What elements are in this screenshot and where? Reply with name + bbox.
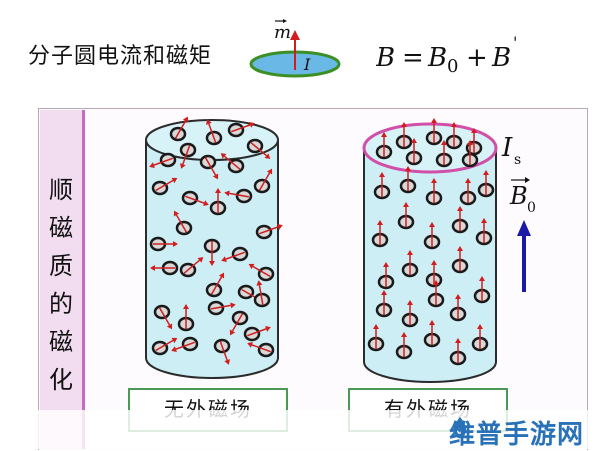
side-char: 磁 (49, 328, 73, 356)
molecule (425, 178, 443, 206)
formula-b0: B (427, 43, 447, 73)
side-char: 磁 (49, 214, 73, 242)
field-formula: B = B 0 + B ' (376, 33, 517, 77)
molecule (423, 320, 441, 348)
molecule (375, 290, 393, 318)
molecule (153, 304, 173, 330)
watermark-logo-icon (453, 417, 467, 439)
formula-plus: + (466, 43, 488, 73)
molecule (237, 284, 264, 303)
side-char: 化 (49, 366, 73, 394)
molecule (471, 324, 489, 352)
molecule (207, 300, 236, 316)
molecule (405, 138, 423, 166)
molecule (149, 236, 178, 252)
surface-current-label: I (501, 133, 513, 163)
molecule (401, 300, 419, 328)
molecule (253, 168, 273, 194)
molecule (399, 166, 417, 194)
molecular-current-figure: m I (249, 19, 341, 78)
field-arrow-head (517, 220, 531, 236)
molecule (213, 338, 231, 365)
molecule (205, 119, 223, 146)
molecule (149, 152, 177, 168)
molecule (224, 188, 253, 204)
molecule (461, 140, 479, 168)
formula-equals: = (402, 43, 424, 73)
molecule (181, 190, 209, 206)
molecule (173, 210, 193, 236)
molecule (397, 202, 415, 230)
side-char: 的 (49, 290, 73, 318)
molecule (377, 262, 395, 290)
side-label-bar: 顺 磁 质 的 磁 化 (40, 110, 85, 449)
molecule (425, 118, 443, 146)
surface-current-sub: s (514, 152, 521, 168)
molecule (247, 342, 275, 358)
molecules-with-field (367, 118, 495, 366)
molecule (248, 263, 275, 282)
molecule (395, 332, 413, 360)
moment-vector-tip (283, 19, 287, 23)
watermark-band (0, 410, 600, 449)
moment-arrow-head (290, 30, 300, 40)
molecule (367, 324, 385, 352)
cylinder-body (363, 148, 497, 383)
molecule (401, 250, 419, 278)
molecule (449, 338, 467, 366)
external-field-vector-tip (525, 177, 530, 183)
molecule (171, 336, 199, 352)
external-field-label: B (509, 182, 528, 210)
molecule (209, 188, 227, 216)
molecule (451, 206, 469, 234)
molecule (246, 138, 271, 159)
molecule (445, 122, 463, 150)
molecule (221, 246, 249, 262)
molecule (179, 257, 204, 278)
molecule (169, 116, 189, 142)
page-title: 分子圆电流和磁矩 (28, 44, 213, 69)
molecule (435, 140, 453, 168)
cylinder-no-field (145, 116, 283, 379)
molecule (151, 337, 178, 356)
molecule (205, 272, 225, 298)
formula-prime: ' (513, 33, 517, 52)
molecule (179, 142, 197, 169)
molecule (449, 294, 467, 322)
molecule (220, 153, 245, 174)
molecule (227, 122, 255, 138)
watermark-text: 维普手游网 (448, 420, 584, 450)
molecule (253, 280, 271, 308)
molecule (373, 172, 391, 200)
molecule (151, 177, 178, 196)
external-field-sub: 0 (527, 200, 536, 216)
molecule (477, 170, 495, 198)
formula-bprime: B (491, 43, 511, 73)
molecule (203, 238, 221, 266)
molecules-no-field (149, 116, 283, 365)
molecule (243, 326, 271, 342)
molecule (423, 222, 441, 250)
molecule (177, 304, 195, 332)
molecule (459, 178, 477, 206)
moment-symbol: m (274, 22, 291, 43)
molecule (395, 122, 413, 150)
molecule (199, 154, 219, 180)
molecule (255, 224, 283, 240)
molecule (229, 310, 249, 336)
molecule (375, 132, 393, 160)
molecule (427, 280, 445, 308)
molecule (475, 218, 493, 246)
cylinder-with-field (362, 118, 498, 383)
current-symbol: I (303, 55, 311, 74)
molecule (150, 260, 179, 276)
side-char: 顺 (49, 176, 73, 204)
formula-lhs: B (376, 43, 395, 73)
formula-b0-sub: 0 (447, 56, 458, 77)
molecule (473, 276, 491, 304)
side-char: 质 (49, 252, 73, 280)
molecule (371, 220, 389, 248)
molecule (451, 246, 469, 274)
